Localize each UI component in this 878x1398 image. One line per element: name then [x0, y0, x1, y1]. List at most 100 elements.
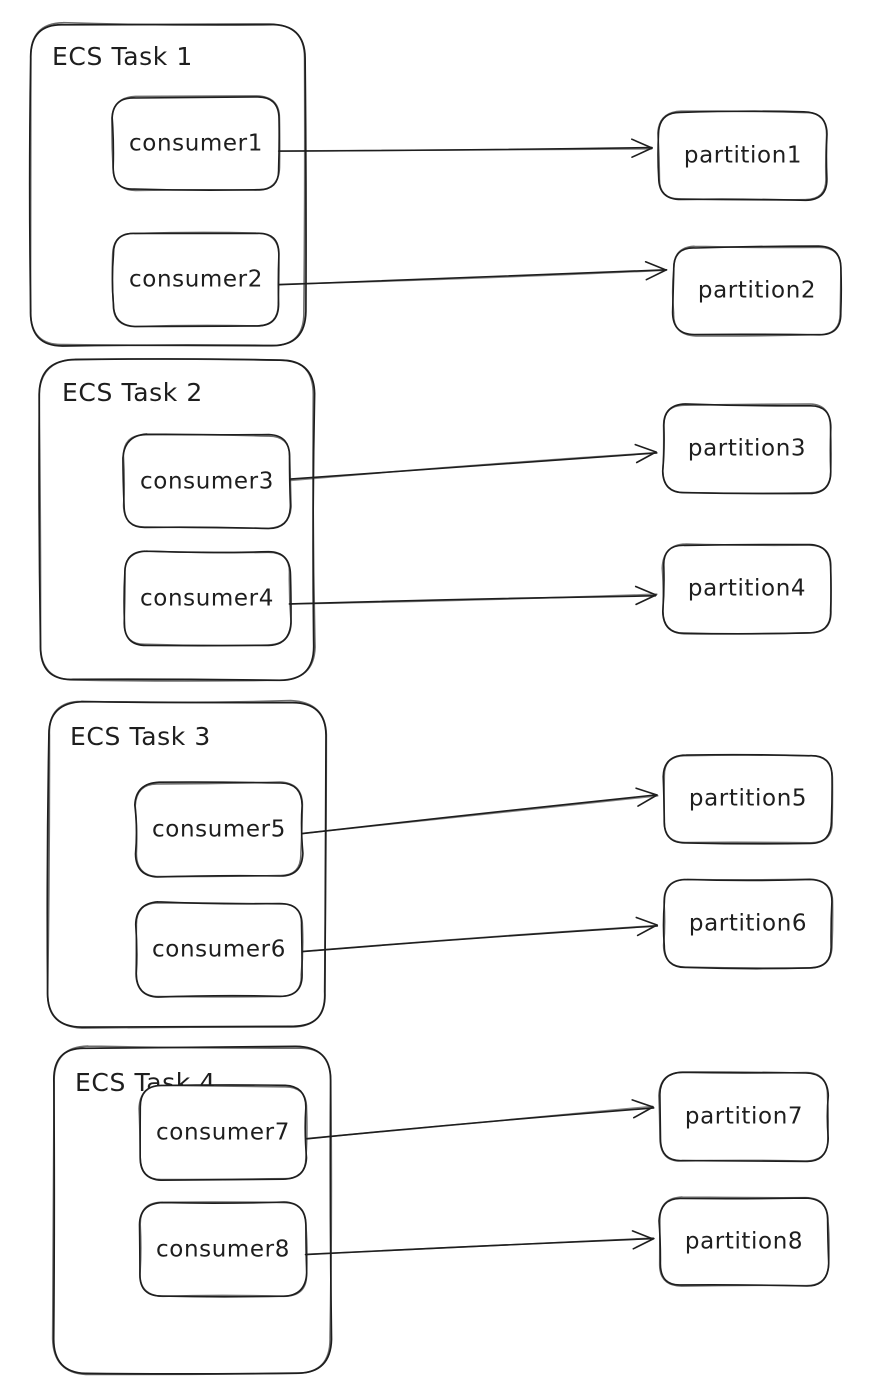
arrow-head-icon	[632, 1238, 654, 1250]
connector-line	[278, 269, 667, 286]
task-label-task3: ECS Task 3	[70, 722, 211, 751]
consumer-label-consumer7: consumer7	[156, 1120, 290, 1146]
consumer-box-consumer1[interactable]	[111, 95, 281, 192]
partition-label-partition4: partition4	[688, 576, 806, 602]
connector-consumer8-to-partition8	[304, 1230, 655, 1256]
arrow-head-icon	[635, 787, 658, 796]
partition-box-partition1-fill	[659, 112, 827, 200]
consumer-box-consumer8[interactable]	[138, 1201, 308, 1298]
partition-node-partition4[interactable]: partition4	[661, 543, 832, 635]
connector-consumer1-to-partition1	[277, 138, 653, 158]
partition-box-partition4-fill	[663, 545, 831, 633]
partition-box-partition1[interactable]	[657, 110, 828, 202]
consumer-box-consumer3-outline	[122, 433, 292, 530]
task-group-task1[interactable]: ECS Task 1 consumer1 consumer2	[28, 21, 307, 347]
connector-consumer2-to-partition2	[277, 261, 668, 286]
partition-node-partition7[interactable]: partition7	[658, 1071, 830, 1163]
partition-label-partition6: partition6	[689, 911, 807, 937]
partition-box-partition5-outline	[663, 754, 834, 844]
consumer-box-consumer6[interactable]	[134, 901, 304, 998]
task-group-task2[interactable]: ECS Task 2 consumer3 consumer4	[38, 358, 316, 682]
partition-label-partition3: partition3	[688, 436, 806, 462]
consumer-box-consumer4[interactable]	[123, 550, 292, 647]
arrow-head-icon	[634, 443, 657, 453]
consumer-box-consumer4-outline	[123, 550, 292, 647]
consumer-box-consumer7-fill	[140, 1086, 306, 1179]
consumer-box-consumer5[interactable]	[134, 781, 304, 878]
consumer-box-consumer4-fill	[124, 552, 290, 645]
consumer-box-consumer7-outline	[138, 1084, 308, 1181]
task-group-task3[interactable]: ECS Task 3 consumer5 consumer6	[46, 699, 328, 1029]
partition-box-partition7[interactable]	[658, 1071, 830, 1163]
consumer-label-consumer6: consumer6	[152, 937, 286, 963]
partition-node-partition6[interactable]: partition6	[662, 878, 834, 970]
consumer-label-consumer1: consumer1	[129, 131, 263, 157]
partition-label-partition5: partition5	[689, 786, 807, 812]
connector-consumer7-to-partition7	[305, 1099, 655, 1140]
connector-line	[305, 1105, 654, 1140]
arrow-head-icon	[631, 1099, 654, 1108]
task-label-task1: ECS Task 1	[52, 42, 193, 71]
consumer-box-consumer1-fill	[113, 97, 279, 190]
consumer-label-consumer8: consumer8	[156, 1237, 290, 1263]
arrow-head-icon	[631, 147, 653, 158]
partition-box-partition5[interactable]	[662, 753, 834, 845]
partition-box-partition6[interactable]	[662, 878, 834, 970]
arrow-head-icon	[634, 585, 657, 596]
partition-node-partition3[interactable]: partition3	[661, 403, 832, 495]
consumer-box-consumer2[interactable]	[111, 231, 280, 328]
task-container-task1-outline	[29, 21, 306, 347]
partition-box-partition5-fill	[664, 755, 832, 843]
consumer-box-consumer2-outline	[111, 231, 280, 328]
consumer-box-consumer2-fill	[113, 233, 279, 326]
consumer-box-consumer8-fill	[140, 1203, 306, 1296]
partition-box-partition2[interactable]	[671, 245, 843, 337]
consumer-box-consumer1-outline	[111, 95, 281, 192]
arrow-head-icon	[644, 261, 667, 271]
task-label-task2: ECS Task 2	[62, 378, 203, 407]
consumer-box-consumer7[interactable]	[138, 1084, 308, 1181]
consumer-label-consumer3: consumer3	[140, 469, 274, 495]
partition-box-partition8-fill	[660, 1198, 828, 1286]
consumer-box-consumer3-fill	[124, 435, 290, 528]
partition-box-partition8[interactable]	[658, 1196, 830, 1287]
arrow-head-icon	[636, 924, 658, 937]
arrow-head-icon	[635, 916, 658, 926]
consumer-label-consumer5: consumer5	[152, 817, 286, 843]
consumer-box-consumer6-outline	[135, 902, 304, 998]
connector-consumer5-to-partition5	[301, 787, 659, 835]
partition-label-partition1: partition1	[684, 143, 802, 169]
arrow-head-icon	[637, 794, 658, 807]
connector-line	[289, 593, 658, 605]
partition-box-partition3-outline	[662, 403, 832, 495]
partition-box-partition2-outline	[671, 245, 842, 337]
consumer-box-consumer6-fill	[136, 903, 302, 996]
partition-node-partition2[interactable]: partition2	[671, 245, 843, 337]
partition-node-partition1[interactable]: partition1	[657, 110, 828, 202]
task-container-task2-outline	[38, 358, 316, 682]
partition-node-partition8[interactable]: partition8	[658, 1196, 830, 1287]
arrow-head-icon	[631, 1230, 654, 1240]
consumer-box-consumer5-fill	[136, 783, 302, 876]
partition-label-partition2: partition2	[698, 278, 816, 304]
arrow-head-icon	[645, 269, 667, 281]
connector-line	[277, 147, 653, 152]
consumer-box-consumer3[interactable]	[122, 433, 292, 530]
task-container-task4-outline	[51, 1045, 333, 1376]
partition-box-partition4[interactable]	[661, 543, 832, 635]
partition-box-partition2-fill	[673, 247, 841, 335]
connector-consumer3-to-partition3	[289, 443, 658, 482]
partition-node-partition5[interactable]: partition5	[662, 753, 834, 845]
consumer-box-consumer5-outline	[134, 781, 304, 878]
consumer-label-consumer4: consumer4	[140, 586, 274, 612]
connector-consumer4-to-partition4	[288, 585, 658, 606]
consumer-label-consumer2: consumer2	[129, 267, 263, 293]
partition-box-partition6-outline	[662, 878, 834, 969]
partition-label-partition8: partition8	[685, 1229, 803, 1255]
arrow-head-icon	[635, 594, 657, 606]
partition-box-partition3[interactable]	[661, 403, 832, 495]
partition-box-partition7-fill	[660, 1073, 828, 1161]
partition-box-partition4-outline	[661, 543, 832, 635]
